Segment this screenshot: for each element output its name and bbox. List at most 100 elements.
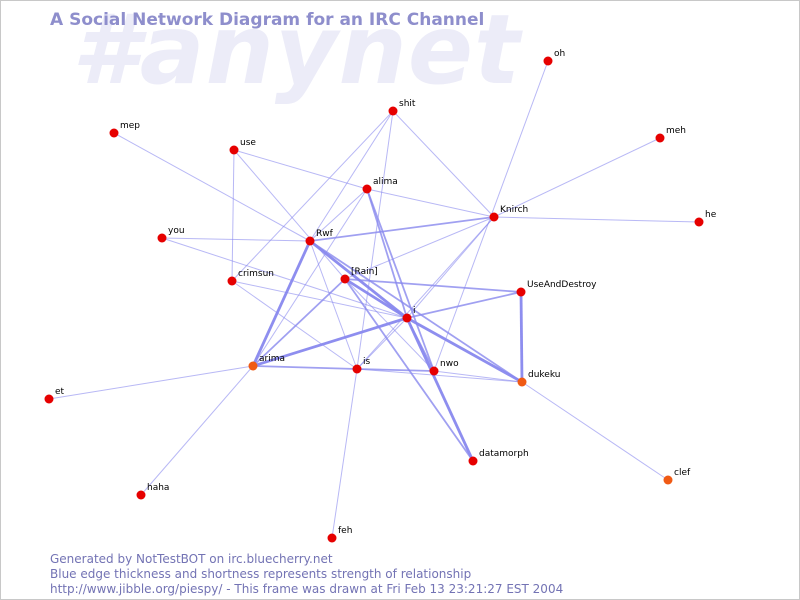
- edge-shit-Rwf: [309, 110, 394, 242]
- node-Rwf[interactable]: Rwf: [305, 229, 334, 246]
- edge-shit-is: [356, 110, 394, 370]
- node-dot[interactable]: [543, 56, 553, 66]
- footer-generated-by: Generated by NotTestBOT on irc.bluecherr…: [50, 552, 333, 566]
- node-label: UseAndDestroy: [527, 280, 597, 290]
- node-label: crimsun: [238, 269, 274, 279]
- node-dot[interactable]: [352, 364, 362, 374]
- node-dot[interactable]: [489, 212, 499, 222]
- node-label: use: [240, 138, 256, 148]
- node-label: meh: [666, 126, 686, 136]
- node-label: clef: [674, 468, 691, 478]
- edge-mep-Rwf: [113, 132, 311, 242]
- node-dot[interactable]: [305, 236, 315, 246]
- node-alima[interactable]: alima: [362, 177, 398, 194]
- edge-Knirch-Rwf: [309, 216, 495, 242]
- node-i[interactable]: i: [402, 306, 416, 323]
- node-you[interactable]: you: [157, 226, 185, 243]
- edge-meh-Knirch: [493, 137, 661, 218]
- node-label: oh: [554, 49, 565, 59]
- edge-crimsun-is: [231, 280, 358, 370]
- node-label: dukeku: [528, 370, 560, 380]
- node-dot[interactable]: [44, 394, 54, 404]
- node-label: et: [55, 387, 65, 397]
- edge-Rwf-is: [309, 240, 358, 370]
- node-oh[interactable]: oh: [543, 49, 566, 66]
- node-dot[interactable]: [362, 184, 372, 194]
- node-mep[interactable]: mep: [109, 121, 141, 138]
- node-label: shit: [399, 99, 416, 109]
- edge-alima-Rwf: [309, 188, 368, 242]
- node-use[interactable]: use: [229, 138, 257, 155]
- node-dot[interactable]: [340, 274, 350, 284]
- edge-arima-et: [48, 365, 254, 400]
- node-label: mep: [120, 121, 140, 131]
- node-dot[interactable]: [109, 128, 119, 138]
- node-label: Rwf: [316, 229, 334, 239]
- node-dot[interactable]: [327, 533, 337, 543]
- node-he[interactable]: he: [694, 210, 717, 227]
- node-dot[interactable]: [663, 475, 673, 485]
- edge-alima-Knirch: [366, 188, 495, 218]
- edge-use-alima: [233, 149, 368, 190]
- edge-you-Rwf: [161, 237, 311, 242]
- node-dukeku[interactable]: dukeku: [517, 370, 561, 387]
- node-arima[interactable]: arima: [248, 354, 286, 371]
- node-clef[interactable]: clef: [663, 468, 691, 485]
- diagram-title: A Social Network Diagram for an IRC Chan…: [50, 10, 485, 30]
- node-dot[interactable]: [229, 145, 239, 155]
- node-dot[interactable]: [248, 361, 258, 371]
- edge-alima-nwo: [366, 188, 435, 372]
- node-crimsun[interactable]: crimsun: [227, 269, 275, 286]
- edge-alima-arima: [252, 188, 368, 367]
- node-datamorph[interactable]: datamorph: [468, 449, 529, 466]
- node-dot[interactable]: [388, 106, 398, 116]
- node-dot[interactable]: [516, 287, 526, 297]
- node-label: nwo: [440, 359, 459, 369]
- footer-legend-note: Blue edge thickness and shortness repres…: [50, 567, 472, 581]
- edge-i-is: [356, 317, 408, 370]
- node-is[interactable]: is: [352, 357, 371, 374]
- edge-arima-is: [252, 365, 358, 370]
- node-nwo[interactable]: nwo: [429, 359, 460, 376]
- footer: Generated by NotTestBOT on irc.bluecherr…: [50, 552, 563, 597]
- edge-UseAndDestroy-dukeku: [519, 291, 524, 383]
- edge-Rain-arima: [252, 278, 346, 367]
- edge-i-arima: [252, 316, 408, 368]
- node-label: haha: [147, 483, 169, 493]
- edge-Rain-UseAndDestroy: [344, 278, 522, 293]
- node-Knirch[interactable]: Knirch: [489, 205, 529, 222]
- edge-i-datamorph: [405, 317, 475, 462]
- node-dot[interactable]: [517, 377, 527, 387]
- edge-you-i: [161, 237, 408, 319]
- edge-UseAndDestroy-i: [406, 291, 522, 319]
- node-dot[interactable]: [157, 233, 167, 243]
- node-haha[interactable]: haha: [136, 483, 170, 500]
- node-dot[interactable]: [429, 366, 439, 376]
- edge-crimsun-i: [231, 280, 408, 319]
- edge-use-crimsun: [231, 149, 235, 282]
- node-meh[interactable]: meh: [655, 126, 687, 143]
- node-dot[interactable]: [655, 133, 665, 143]
- node-label: feh: [338, 526, 352, 536]
- edges-layer: [48, 60, 700, 539]
- node-UseAndDestroy[interactable]: UseAndDestroy: [516, 280, 598, 297]
- node-dot[interactable]: [136, 490, 146, 500]
- edge-shit-Knirch: [392, 110, 495, 218]
- node-label: [Rain]: [351, 267, 378, 277]
- edge-Rwf-dukeku: [309, 240, 523, 383]
- node-dot[interactable]: [468, 456, 478, 466]
- node-dot[interactable]: [402, 313, 412, 323]
- edge-nwo-dukeku: [433, 370, 523, 383]
- edge-use-Rain: [233, 149, 346, 280]
- edge-Rain-nwo: [344, 278, 435, 372]
- node-dot[interactable]: [227, 276, 237, 286]
- node-label: he: [705, 210, 717, 220]
- node-feh[interactable]: feh: [327, 526, 353, 543]
- node-Rain[interactable]: [Rain]: [340, 267, 378, 284]
- node-shit[interactable]: shit: [388, 99, 416, 116]
- channel-watermark: #anynet: [72, 0, 521, 106]
- node-dot[interactable]: [694, 217, 704, 227]
- node-et[interactable]: et: [44, 387, 65, 404]
